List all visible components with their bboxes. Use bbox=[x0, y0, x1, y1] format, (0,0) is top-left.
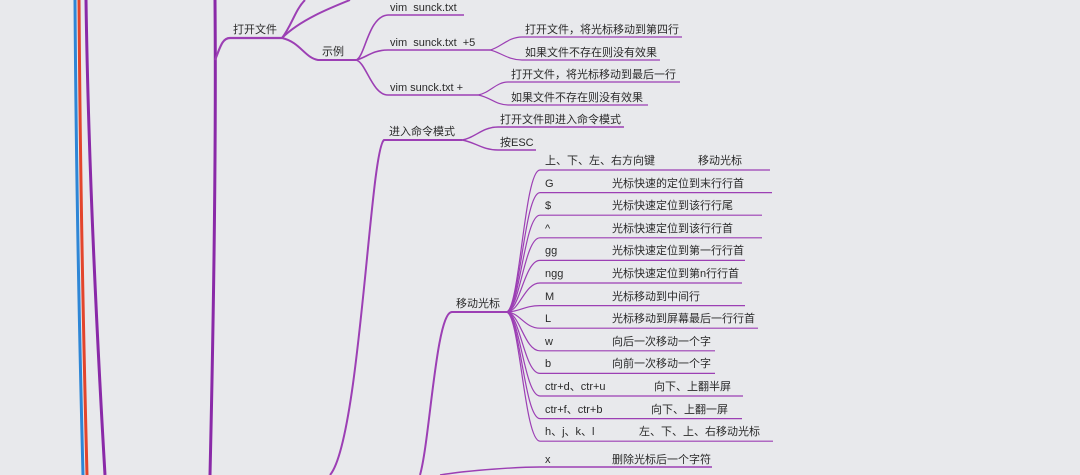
node-command-way-2: 按ESC bbox=[500, 137, 534, 149]
edge-examples bbox=[281, 37, 356, 61]
node-example-3-open: 打开文件，将光标移动到最后一行 bbox=[511, 69, 676, 81]
node-example-2: vim sunck.txt +5 bbox=[390, 37, 476, 49]
move-cursor-key: ctr+d、ctr+u bbox=[545, 381, 606, 393]
move-cursor-key: b bbox=[545, 358, 552, 371]
edge-cmd-way1 bbox=[461, 126, 624, 141]
node-example-3: vim sunck.txt + bbox=[390, 82, 464, 94]
node-open-file: 打开文件 bbox=[233, 24, 277, 36]
node-example-3-missing: 如果文件不存在则没有效果 bbox=[511, 92, 643, 104]
edge-command-mode bbox=[329, 139, 462, 475]
node-command-mode: 进入命令模式 bbox=[389, 126, 455, 138]
edge-cmd-way2 bbox=[461, 139, 536, 151]
move-cursor-key: M bbox=[545, 290, 555, 303]
move-cursor-desc: 光标快速定位到该行行首 bbox=[612, 222, 733, 235]
edge-open-file-up bbox=[281, 0, 306, 39]
node-example-2-missing: 如果文件不存在则没有效果 bbox=[525, 47, 657, 59]
edge-delete bbox=[439, 466, 712, 475]
edge-move-cursor-item bbox=[505, 237, 762, 313]
edge-move-cursor-item bbox=[505, 305, 745, 313]
move-cursor-desc: 向前一次移动一个字 bbox=[612, 358, 711, 371]
trunk-line-red bbox=[77, 0, 89, 475]
node-move-cursor: 移动光标 bbox=[456, 298, 500, 310]
move-cursor-key: L bbox=[545, 313, 552, 326]
node-delete-x-key: x bbox=[545, 454, 551, 466]
move-cursor-key: gg bbox=[545, 245, 558, 258]
node-example-2-open: 打开文件，将光标移动到第四行 bbox=[525, 24, 679, 36]
edge-move-cursor-item bbox=[505, 214, 762, 313]
edge-ex3-b bbox=[477, 94, 648, 106]
move-cursor-key: 上、下、左、右方向键 bbox=[545, 155, 655, 167]
move-cursor-key: $ bbox=[545, 200, 552, 213]
node-command-way-1: 打开文件即进入命令模式 bbox=[500, 114, 621, 126]
move-cursor-desc: 光标移动到屏幕最后一行行首 bbox=[612, 313, 755, 326]
node-example-1: vim sunck.txt bbox=[390, 2, 457, 14]
edge-move-cursor-item bbox=[505, 311, 773, 442]
move-cursor-desc: 向后一次移动一个字 bbox=[612, 335, 711, 348]
move-cursor-desc: 移动光标 bbox=[698, 155, 742, 167]
edge-move-cursor-item bbox=[505, 259, 745, 313]
move-cursor-desc: 光标快速定位到该行行尾 bbox=[612, 200, 733, 213]
edge-ex2-a bbox=[489, 36, 682, 51]
edge-move-cursor bbox=[419, 311, 506, 475]
move-cursor-desc: 光标快速定位到第一行行首 bbox=[612, 245, 744, 258]
move-cursor-key: ngg bbox=[545, 268, 564, 280]
move-cursor-key: ^ bbox=[545, 222, 551, 235]
trunk-line-blue bbox=[73, 0, 85, 475]
trunk-line-purple bbox=[84, 0, 107, 475]
node-examples: 示例 bbox=[322, 46, 344, 58]
move-cursor-key: w bbox=[545, 335, 553, 348]
edge-ex1 bbox=[355, 14, 464, 61]
move-cursor-desc: 光标移动到中间行 bbox=[612, 290, 700, 303]
move-cursor-key: h、j、k、l bbox=[545, 426, 595, 439]
trunk-line-purple-2 bbox=[208, 0, 217, 475]
edge-ex3 bbox=[355, 59, 478, 96]
move-cursor-desc: 向下、上翻半屏 bbox=[654, 381, 731, 393]
edge-open-file-up-2 bbox=[281, 0, 351, 39]
edge-move-cursor-item bbox=[505, 192, 772, 313]
edge-ex2 bbox=[355, 49, 490, 61]
node-delete-x-desc: 删除光标后一个字符 bbox=[612, 454, 711, 466]
move-cursor-desc: 光标快速定位到第n行行首 bbox=[612, 268, 740, 280]
edge-ex2-b bbox=[489, 49, 660, 61]
move-cursor-desc: 光标快速的定位到末行行首 bbox=[612, 177, 744, 190]
move-cursor-key: ctr+f、ctr+b bbox=[545, 403, 603, 416]
move-cursor-key: G bbox=[545, 177, 554, 190]
edge-open-file bbox=[213, 36, 282, 61]
move-cursor-desc: 左、下、上、右移动光标 bbox=[639, 426, 760, 439]
edge-move-cursor-item bbox=[505, 282, 742, 313]
move-cursor-desc: 向下、上翻一屏 bbox=[651, 403, 728, 416]
edge-ex3-a bbox=[477, 81, 680, 96]
